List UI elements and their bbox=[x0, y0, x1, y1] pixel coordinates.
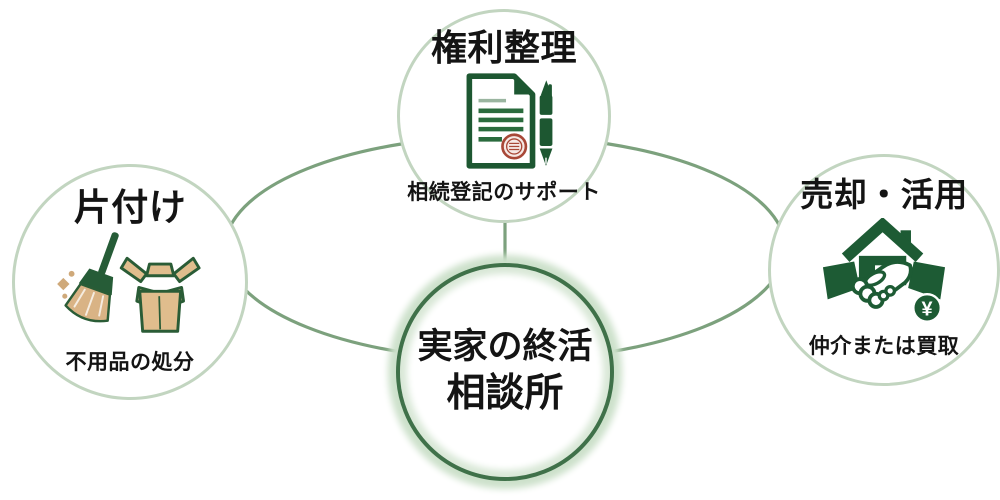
node-cleanup: 片付け bbox=[12, 164, 248, 400]
yen-coin-icon: ¥ bbox=[912, 292, 942, 323]
node-rights-organization: 権利整理 相続登記の bbox=[397, 9, 611, 223]
node-subtitle: 仲介または買取 bbox=[808, 334, 960, 358]
yen-symbol: ¥ bbox=[922, 298, 933, 320]
house-handshake-icon: ¥ bbox=[822, 217, 946, 323]
pen-icon bbox=[539, 80, 553, 167]
center-title-line2: 相談所 bbox=[446, 372, 564, 416]
node-sale-utilization: 売却・活用 bbox=[768, 154, 1000, 386]
node-title: 権利整理 bbox=[430, 27, 577, 68]
broom-box-icon bbox=[57, 232, 201, 334]
node-center-consultation: 実家の終活 相談所 bbox=[396, 263, 614, 481]
cardboard-box-icon bbox=[119, 257, 201, 334]
node-title: 売却・活用 bbox=[800, 176, 968, 213]
node-title: 片付け bbox=[73, 187, 187, 228]
document-pen-icon bbox=[466, 73, 553, 169]
handshake-icon bbox=[822, 260, 946, 309]
node-subtitle: 相続登記のサポート bbox=[407, 181, 601, 205]
node-subtitle: 不用品の処分 bbox=[65, 351, 195, 375]
broom-icon bbox=[64, 232, 119, 323]
center-title-line1: 実家の終活 bbox=[417, 326, 593, 366]
seal-stamp-icon bbox=[501, 133, 528, 160]
